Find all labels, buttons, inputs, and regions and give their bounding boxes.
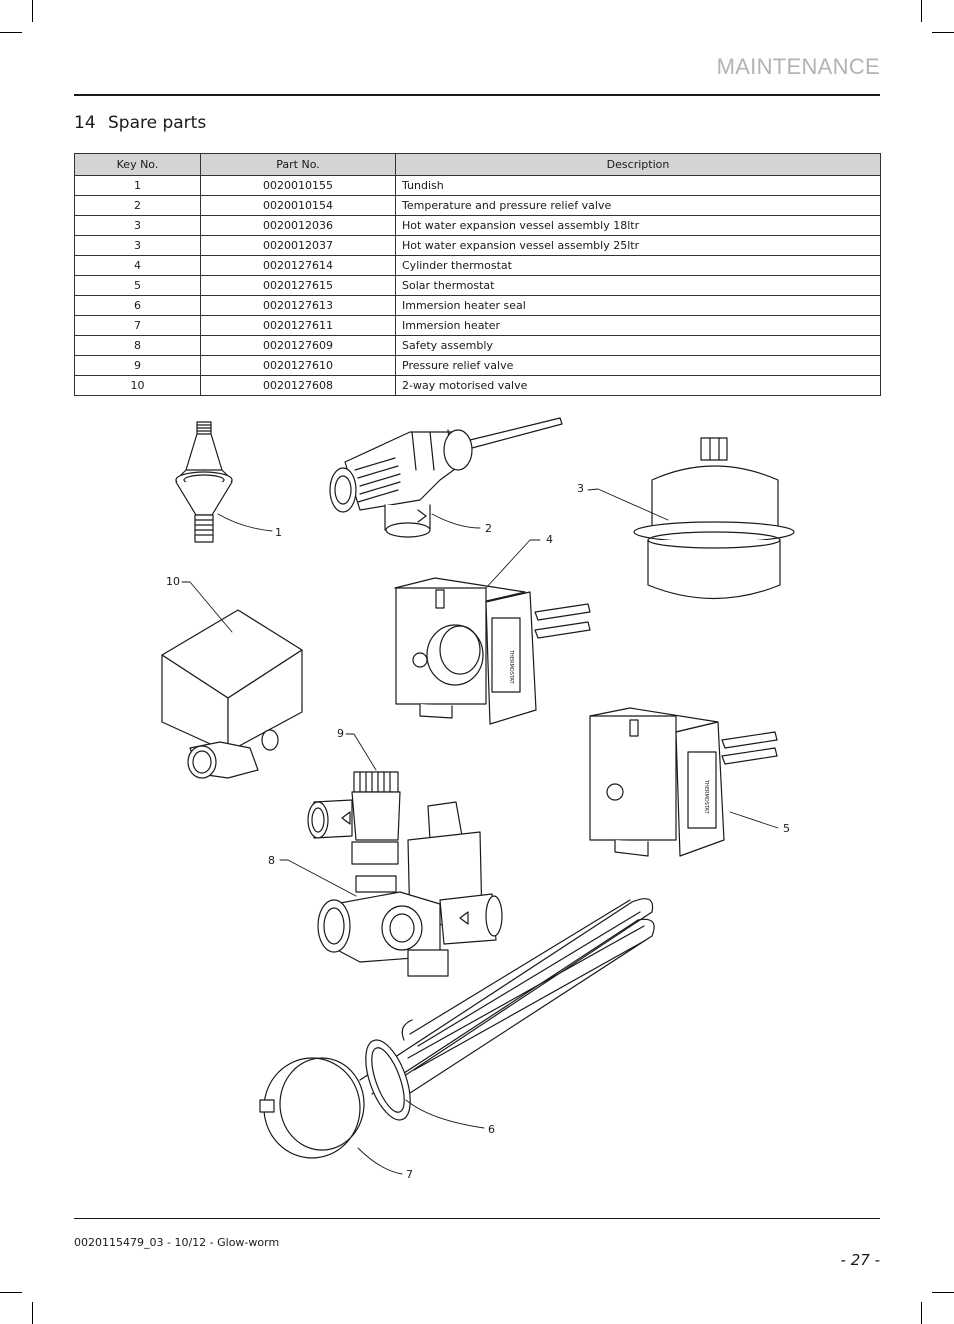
callout-4: 4: [546, 533, 553, 546]
expansion-vessel-part: [633, 437, 795, 600]
column-header-key: Key No.: [74, 153, 201, 176]
crop-mark: [932, 1292, 954, 1293]
callout-5: 5: [783, 822, 790, 835]
description-cell: Hot water expansion vessel assembly 25lt…: [395, 235, 881, 256]
pressure-relief-valve-part: [307, 771, 401, 865]
immersion-heater-part: [259, 898, 655, 1159]
callout-6: 6: [488, 1123, 495, 1136]
part-no-cell: 0020127608: [200, 375, 396, 396]
tundish-part: [175, 421, 233, 543]
description-cell: Cylinder thermostat: [395, 255, 881, 276]
part-no-cell: 0020012036: [200, 215, 396, 236]
motorised-valve-part: [161, 609, 303, 779]
key-cell: 10: [74, 375, 201, 396]
header-divider: [74, 94, 880, 96]
description-cell: Temperature and pressure relief valve: [395, 195, 881, 216]
page-header-title: MAINTENANCE: [716, 54, 880, 79]
crop-mark: [921, 1302, 922, 1324]
callout-9: 9: [337, 727, 344, 740]
callout-1: 1: [275, 526, 282, 539]
crop-mark: [932, 32, 954, 33]
document-reference: 0020115479_03 - 10/12 - Glow-worm: [74, 1236, 280, 1249]
footer-divider: [74, 1218, 880, 1219]
callout-10: 10: [166, 575, 180, 588]
section-number: 14: [74, 113, 96, 133]
description-cell: 2-way motorised valve: [395, 375, 881, 396]
callout-8: 8: [268, 854, 275, 867]
crop-mark: [0, 32, 22, 33]
callout-2: 2: [485, 522, 492, 535]
callout-3: 3: [577, 482, 584, 495]
safety-assembly-part: [317, 801, 503, 977]
crop-mark: [921, 0, 922, 22]
page-number: - 27 -: [840, 1251, 880, 1269]
part-no-cell: 0020127610: [200, 355, 396, 376]
solar-thermostat-part: THERMOSTAT: [589, 707, 778, 857]
crop-mark: [32, 0, 33, 22]
callout-7: 7: [406, 1168, 413, 1181]
thermostat-label: THERMOSTAT: [508, 649, 514, 685]
crop-mark: [0, 1292, 22, 1293]
section-title: Spare parts: [108, 113, 207, 133]
crop-mark: [32, 1302, 33, 1324]
description-cell: Hot water expansion vessel assembly 18lt…: [395, 215, 881, 236]
callout-leaders: [181, 488, 779, 1175]
cylinder-thermostat-part: THERMOSTAT: [394, 577, 591, 725]
thermostat-label: THERMOSTAT: [703, 779, 709, 815]
section-heading: 14 Spare parts: [74, 113, 206, 133]
tp-relief-valve-part: [329, 417, 563, 538]
